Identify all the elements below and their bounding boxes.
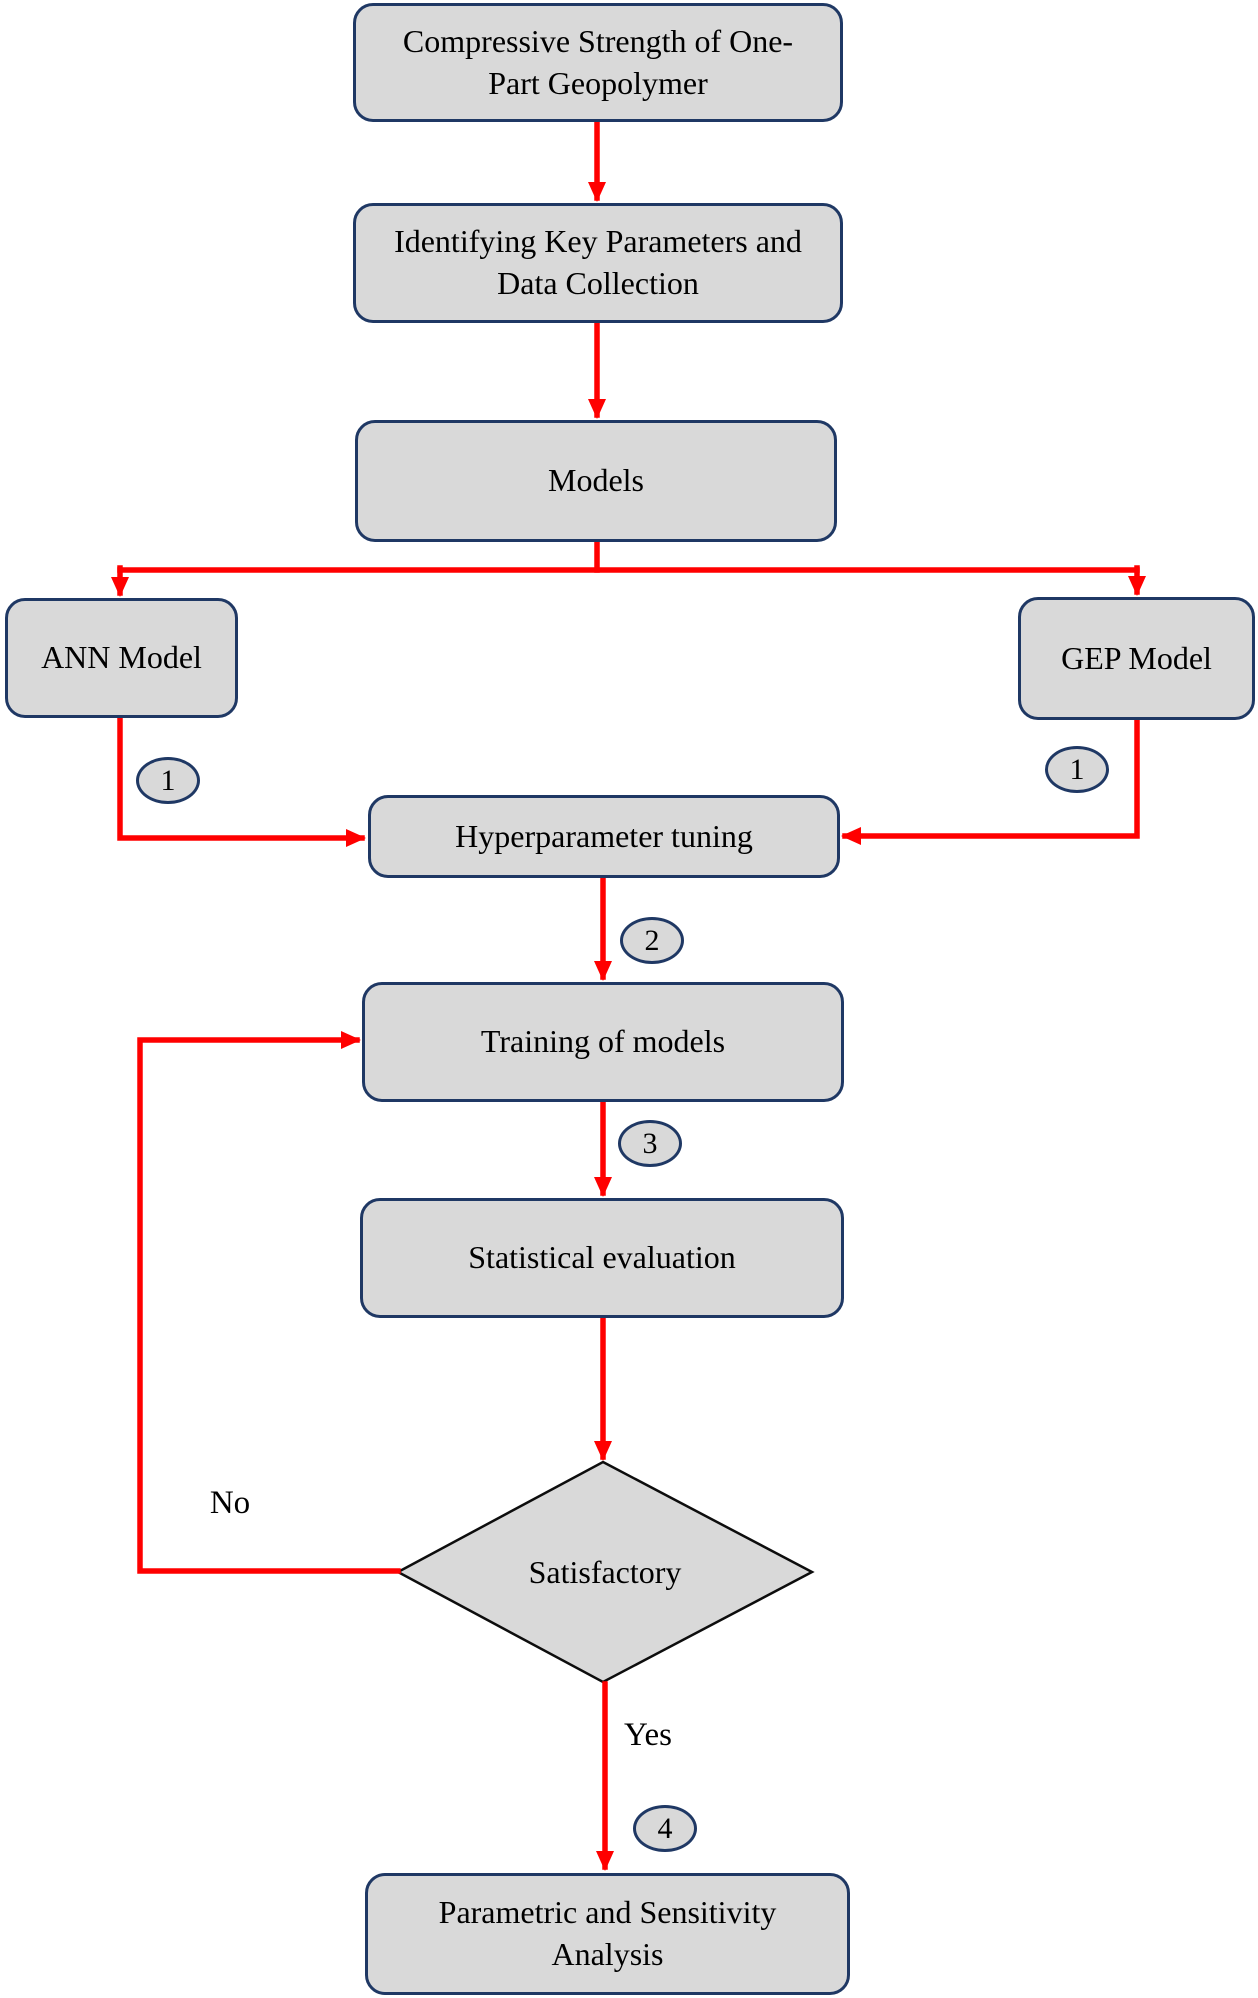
badge-step-2: 2 — [620, 917, 684, 964]
node-training: Training of models — [362, 982, 844, 1102]
edge-gep-to-tuning — [841, 715, 1140, 845]
node-hyperparameter-tuning: Hyperparameter tuning — [368, 795, 840, 878]
node-parametric-sensitivity: Parametric and Sensitivity Analysis — [365, 1873, 850, 1995]
badge-ann-step-1: 1 — [136, 757, 200, 804]
node-ann-model: ANN Model — [5, 598, 238, 718]
node-identify-parameters: Identifying Key Parameters and Data Coll… — [353, 203, 843, 323]
node-models-label: Models — [548, 462, 644, 499]
badge-step-4-value: 4 — [657, 1811, 673, 1845]
badge-step-3: 3 — [618, 1120, 682, 1167]
node-gep-model-label: GEP Model — [1061, 639, 1212, 676]
node-training-label: Training of models — [480, 1023, 726, 1060]
badge-step-2-value: 2 — [644, 923, 660, 957]
edge-label-no-text: No — [209, 1484, 251, 1521]
node-gep-model: GEP Model — [1018, 597, 1255, 720]
node-decision-label: Satisfactory — [528, 1553, 682, 1590]
node-hyperparameter-tuning-label: Hyperparameter tuning — [455, 817, 753, 854]
badge-gep-step-1-value: 1 — [1069, 752, 1085, 786]
node-parametric-sensitivity-label: Parametric and Sensitivity Analysis — [438, 1894, 777, 1972]
node-statistical-evaluation-label: Statistical evaluation — [468, 1239, 736, 1276]
edge-ann-to-tuning — [117, 713, 366, 847]
node-decision: Satisfactory — [455, 1547, 755, 1597]
badge-step-3-value: 3 — [642, 1126, 658, 1160]
edge-label-yes-text: Yes — [623, 1716, 673, 1753]
node-start-label: Compressive Strength of One- Part Geopol… — [402, 22, 794, 101]
node-identify-parameters-label: Identifying Key Parameters and Data Coll… — [394, 223, 802, 301]
edge-no-loop-to-training — [137, 1031, 401, 1574]
node-ann-model-label: ANN Model — [41, 639, 202, 676]
badge-step-4: 4 — [633, 1805, 697, 1852]
node-models: Models — [355, 420, 837, 542]
badge-gep-step-1: 1 — [1045, 746, 1109, 793]
edge-label-yes: Yes — [588, 1710, 708, 1760]
node-statistical-evaluation: Statistical evaluation — [360, 1198, 844, 1318]
badge-ann-step-1-value: 1 — [160, 763, 176, 797]
edge-label-no: No — [170, 1478, 290, 1528]
node-start: Compressive Strength of One- Part Geopol… — [353, 3, 843, 122]
